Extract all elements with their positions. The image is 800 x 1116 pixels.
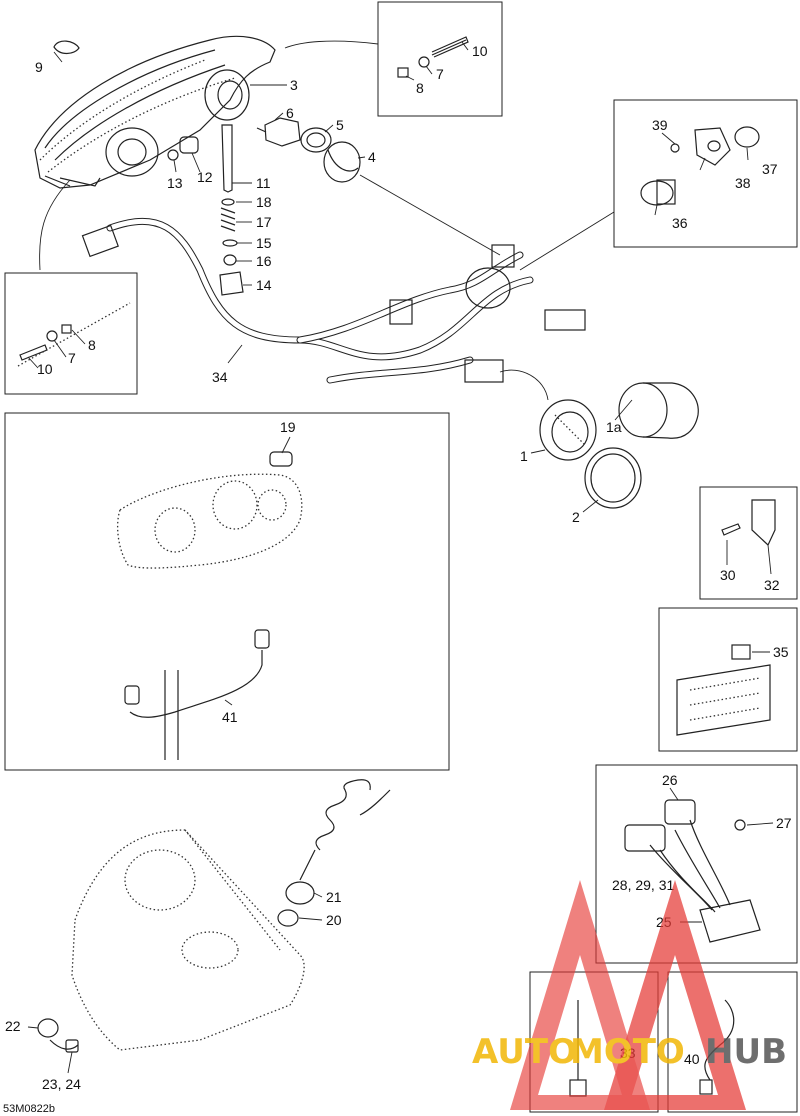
indicator-19	[269, 451, 293, 467]
callout-7-left: 7	[68, 350, 76, 366]
watermark-text-hub: HUB	[705, 1032, 787, 1072]
bezel-ring-2	[584, 447, 642, 509]
callout-12: 12	[197, 169, 213, 185]
screw-10-top	[431, 36, 469, 58]
callout-1a: 1a	[606, 419, 622, 435]
callout-30: 30	[720, 567, 736, 583]
callout-7-top: 7	[436, 66, 444, 82]
nut-8-left	[61, 324, 72, 334]
callout-labels: 9 3 6 5 4 12 13 11 18 17 15 16 14 10 7 8…	[3, 43, 792, 1115]
inset-box-left	[4, 272, 138, 395]
callout-21: 21	[326, 889, 342, 905]
callout-41: 41	[222, 709, 238, 725]
callout-28-29-31: 28, 29, 31	[612, 877, 674, 893]
sensor-36	[640, 179, 676, 206]
callout-40: 40	[684, 1051, 700, 1067]
nut-8-top	[397, 67, 409, 78]
switch-22	[37, 1018, 79, 1053]
seal-ring-5	[300, 127, 332, 153]
callout-14: 14	[256, 277, 272, 293]
callout-8-left: 8	[88, 337, 96, 353]
headlamp-housing	[34, 35, 276, 189]
watermark-text-auto: AUTO	[472, 1032, 577, 1072]
callout-17: 17	[256, 214, 272, 230]
bolt-27	[734, 819, 746, 831]
inset-box-top	[377, 1, 503, 117]
callout-39: 39	[652, 117, 668, 133]
callout-15: 15	[256, 235, 272, 251]
washer-7-top	[418, 56, 430, 68]
clip-9	[53, 40, 80, 55]
callout-10-left: 10	[37, 361, 53, 377]
inset-box-gauge-panel	[4, 412, 450, 771]
callout-23-24: 23, 24	[42, 1076, 81, 1092]
callout-38: 38	[735, 175, 751, 191]
callout-34: 34	[212, 369, 228, 385]
callout-22: 22	[5, 1018, 21, 1034]
callout-16: 16	[256, 253, 272, 269]
inset-box-regulator	[595, 764, 798, 964]
bracket-38	[694, 127, 731, 166]
callout-13: 13	[167, 175, 183, 191]
callout-5: 5	[336, 117, 344, 133]
callout-27: 27	[776, 815, 792, 831]
bracket-32	[751, 499, 776, 547]
plug-20	[277, 909, 299, 927]
cover-1a	[618, 382, 699, 439]
bulb-6	[256, 117, 301, 147]
regulator-wires	[624, 799, 731, 913]
grommet-12	[179, 136, 199, 154]
relay-35	[731, 644, 751, 660]
wire-harness-34	[81, 217, 586, 384]
watermark-logo-icon	[510, 880, 746, 1110]
callout-36: 36	[672, 215, 688, 231]
rubber-boot-4	[323, 141, 361, 183]
watermark-text-moto: MOTO	[570, 1032, 685, 1072]
callout-26: 26	[662, 772, 678, 788]
fuse-box	[676, 664, 771, 736]
callout-8-top: 8	[416, 80, 424, 96]
watermark: AUTO MOTO HUB	[472, 880, 787, 1110]
callout-3: 3	[290, 77, 298, 93]
harness-41	[124, 629, 270, 760]
callout-35: 35	[773, 644, 789, 660]
callout-6: 6	[286, 105, 294, 121]
regulator-25	[699, 899, 761, 943]
callout-20: 20	[326, 912, 342, 928]
nut-13	[167, 149, 179, 161]
callout-4: 4	[368, 149, 376, 165]
gauge-1	[539, 399, 597, 461]
console-fairing	[71, 829, 305, 1051]
leader-lines	[27, 40, 774, 1074]
washer-7-left	[46, 330, 58, 342]
drawing-code: 53M0822b	[3, 1103, 55, 1115]
dash-panel-outline	[117, 473, 303, 569]
callout-19: 19	[280, 419, 296, 435]
inset-box-bracket	[699, 486, 798, 600]
callout-37: 37	[762, 161, 778, 177]
callout-2: 2	[572, 509, 580, 525]
inset-box-fuse	[658, 607, 798, 752]
callout-9: 9	[35, 59, 43, 75]
callout-18: 18	[256, 194, 272, 210]
screw-30	[721, 523, 741, 536]
inset-box-sensor-40	[667, 971, 798, 1113]
callout-11: 11	[256, 175, 271, 191]
screw-39	[670, 143, 680, 153]
callout-1: 1	[520, 448, 528, 464]
coil-cord-21	[285, 779, 391, 905]
inset-box-sensor	[613, 99, 798, 248]
ring-37	[734, 126, 760, 148]
callout-32: 32	[764, 577, 780, 593]
adjuster-assembly	[219, 124, 244, 296]
callout-10-top: 10	[472, 43, 488, 59]
